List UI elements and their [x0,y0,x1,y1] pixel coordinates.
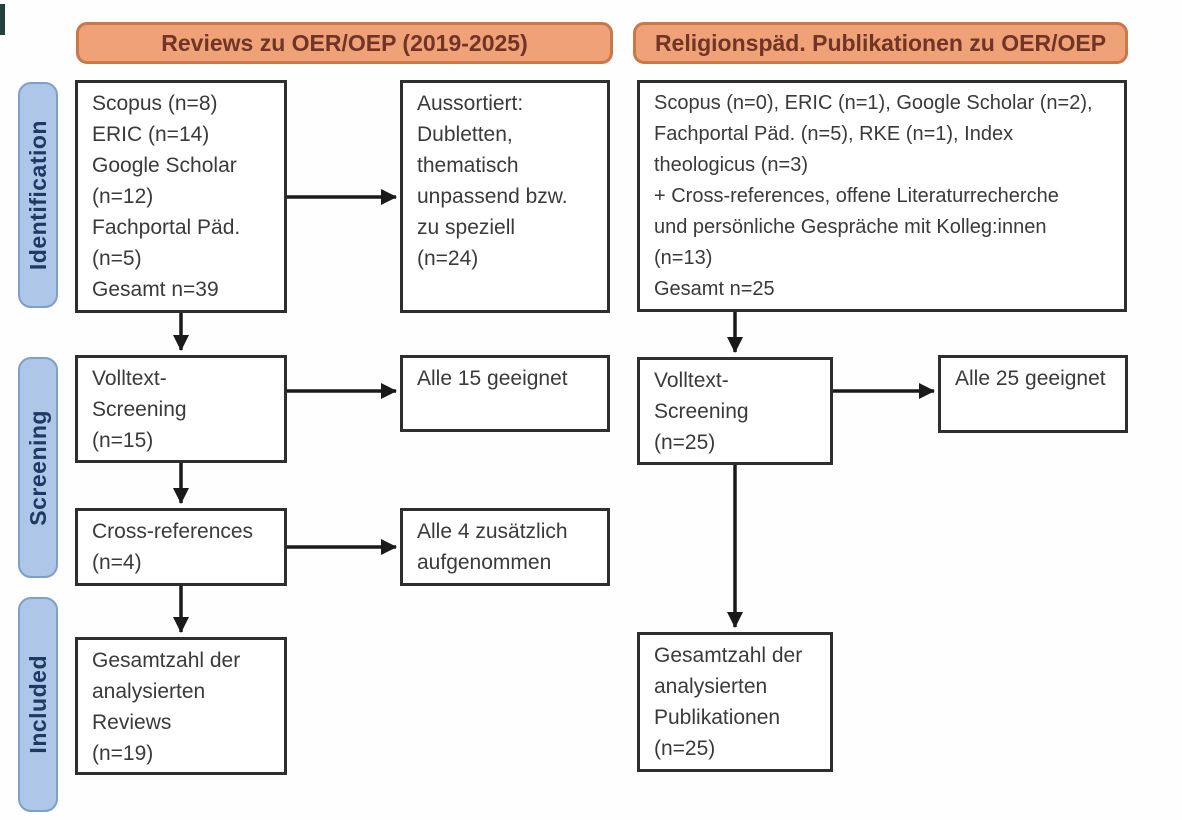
box-right-included-total: Gesamtzahl der analysierten Publikatione… [637,632,833,772]
stage-identification-label: Identification [24,119,51,271]
box-left-fulltext-result: Alle 15 geeignet [400,355,610,432]
box-left-identification-sources: Scopus (n=8) ERIC (n=14) Google Scholar … [75,80,287,313]
box-right-fulltext-result: Alle 25 geeignet [938,355,1128,433]
box-left-crossref-result: Alle 4 zusätzlich aufgenommen [400,508,610,586]
box-left-excluded: Aussortiert: Dubletten, thematisch unpas… [400,80,610,313]
scan-edge-artifact [0,4,5,35]
stage-included-label: Included [24,655,51,754]
box-right-identification-sources: Scopus (n=0), ERIC (n=1), Google Scholar… [637,80,1127,312]
box-left-included-total: Gesamtzahl der analysierten Reviews (n=1… [75,637,287,775]
box-right-fulltext-screening: Volltext- Screening (n=25) [637,357,833,465]
stage-included: Included [18,597,58,812]
stage-screening: Screening [18,357,58,578]
stage-identification: Identification [18,82,58,308]
header-reviews-column: Reviews zu OER/OEP (2019-2025) [76,22,613,64]
header-religionspaed-column: Religionspäd. Publikationen zu OER/OEP [633,22,1128,64]
box-left-crossreferences: Cross-references (n=4) [75,508,287,586]
box-left-fulltext-screening: Volltext- Screening (n=15) [75,355,287,463]
stage-screening-label: Screening [24,409,51,526]
